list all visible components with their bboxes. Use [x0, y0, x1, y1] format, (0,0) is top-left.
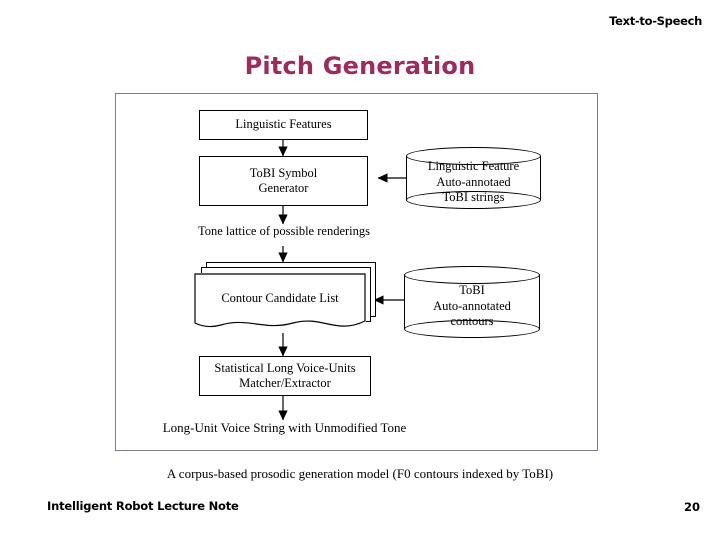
- box-label: ToBI Symbol Generator: [249, 165, 318, 195]
- footer-note: Intelligent Robot Lecture Note: [47, 499, 239, 513]
- page-number: 20: [683, 500, 700, 514]
- cylinder-top: [404, 266, 540, 284]
- output-label: Long-Unit Voice String with Unmodified T…: [162, 420, 407, 435]
- cylinder-bottom: [406, 191, 541, 209]
- arrow-layer: [278, 140, 406, 421]
- box-statistical-matcher[interactable]: Statistical Long Voice-Units Matcher/Ext…: [199, 356, 371, 396]
- cylinder-bottom: [404, 320, 540, 338]
- box-linguistic-features[interactable]: Linguistic Features: [199, 110, 368, 140]
- diagram-container: Linguistic Features ToBI Symbol Generato…: [115, 93, 598, 451]
- box-label: Linguistic Features: [235, 117, 332, 132]
- figure-caption: A corpus-based prosodic generation model…: [166, 466, 554, 481]
- db-linguistic-feature[interactable]: Linguistic Feature Auto-annotaed ToBI st…: [406, 147, 541, 209]
- wave-shape: [194, 273, 366, 328]
- box-label: Statistical Long Voice-Units Matcher/Ext…: [214, 360, 356, 390]
- page-title: Pitch Generation: [244, 52, 476, 80]
- box-contour-candidate-list[interactable]: Contour Candidate List: [194, 273, 366, 333]
- cylinder-top: [406, 147, 541, 165]
- box-tobi-symbol-generator[interactable]: ToBI Symbol Generator: [199, 156, 368, 206]
- db-label: Linguistic Feature Auto-annotaed ToBI st…: [427, 159, 520, 205]
- header-label: Text-to-Speech: [609, 14, 702, 28]
- db-label: ToBI Auto-annotated contours: [433, 283, 511, 329]
- db-tobi-contours[interactable]: ToBI Auto-annotated contours: [404, 266, 540, 338]
- box-label: Contour Candidate List: [221, 291, 339, 305]
- tone-lattice-label: Tone lattice of possible renderings: [198, 224, 370, 238]
